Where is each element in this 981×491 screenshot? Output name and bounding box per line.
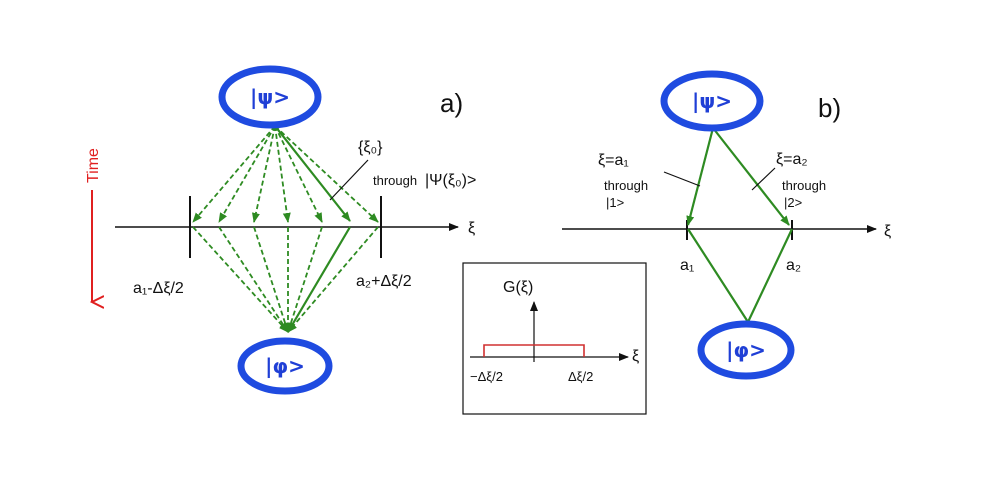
fan-path-lower-2: [218, 226, 289, 333]
fan-path-upper-5: [274, 125, 323, 223]
fan-path-lower-6: [287, 226, 379, 333]
inset-left-tick: −Δξ/2: [470, 369, 503, 384]
panel-a: ξ |ψ> |φ> a) {ξ₀} through |Ψ(ξ₀)> a₁-Δξ/…: [115, 65, 476, 395]
panel-b-a1-label: a₁: [680, 257, 694, 274]
panel-b-left-pointer: [663, 171, 701, 187]
panel-b-right-through: through: [782, 178, 826, 193]
panel-b-label: b): [818, 93, 841, 123]
inset-rect-function: [483, 344, 585, 357]
panel-b-path-psi-a2: [712, 127, 790, 226]
panel-b-phi-ket: |φ>: [697, 320, 795, 380]
panel-b-a2-label: a₂: [786, 257, 801, 274]
panel-b-left-cond: ξ=a₁: [598, 152, 629, 169]
panel-a-left-limit: a₁-Δξ/2: [133, 280, 184, 297]
fan-path-lower-3: [253, 226, 290, 333]
inset-xi-label: ξ: [632, 348, 639, 365]
fan-path-upper-3: [252, 125, 276, 223]
time-label: Time: [85, 148, 102, 183]
panel-b-path-psi-a1: [686, 127, 715, 226]
panel-a-label-pointer: [329, 159, 369, 201]
panel-a-through-word: through: [373, 173, 417, 188]
fan-path-upper-4: [274, 125, 291, 223]
fan-path-upper-1: [192, 125, 276, 223]
panel-b-left-through: through: [604, 178, 648, 193]
panel-a-xi-label: ξ: [468, 220, 475, 237]
panel-b-left-state: |1>: [606, 195, 624, 210]
panel-b-psi-ket-text: |ψ>: [692, 89, 732, 113]
fan-path-lower-5: [286, 226, 323, 333]
panel-b-path-a1-phi: [687, 228, 749, 323]
panel-a-label: a): [440, 88, 463, 118]
panel-a-solid-path-upper: [274, 125, 351, 222]
inset-right-tick: Δξ/2: [568, 369, 593, 384]
fan-path-upper-2: [218, 125, 276, 223]
panel-b-right-pointer: [751, 167, 776, 191]
panel-b-psi-ket: |ψ>: [660, 70, 764, 132]
panel-a-phi-ket: |φ>: [237, 337, 333, 395]
panel-b-right-state: |2>: [784, 195, 802, 210]
panel-b-path-a2-phi: [747, 228, 793, 323]
inset-box: G(ξ) ξ −Δξ/2 Δξ/2: [462, 262, 647, 415]
panel-b-phi-ket-text: |φ>: [726, 338, 766, 362]
panel-a-phi-ket-text: |φ>: [265, 354, 305, 378]
panel-a-psi-ket-text: |ψ>: [250, 85, 290, 109]
panel-b-xi-label: ξ: [884, 223, 891, 240]
panel-a-path-fan: [192, 125, 379, 333]
panel-b-right-cond: ξ=a₂: [776, 151, 808, 168]
panel-a-set-label: {ξ₀}: [358, 139, 383, 156]
panel-a-solid-path-lower: [287, 226, 351, 333]
inset-g-label: G(ξ): [503, 279, 533, 296]
panel-b: ξ |ψ> |φ> b) ξ=a₁ ξ=a₂ through |1> throu…: [562, 70, 891, 380]
time-arrow: Time: [85, 148, 102, 302]
panel-a-psi-ket: |ψ>: [218, 65, 322, 129]
panel-a-through-state: |Ψ(ξ₀)>: [425, 172, 476, 189]
panel-a-right-limit: a₂+Δξ/2: [356, 273, 412, 290]
fan-path-lower-1: [192, 226, 289, 333]
